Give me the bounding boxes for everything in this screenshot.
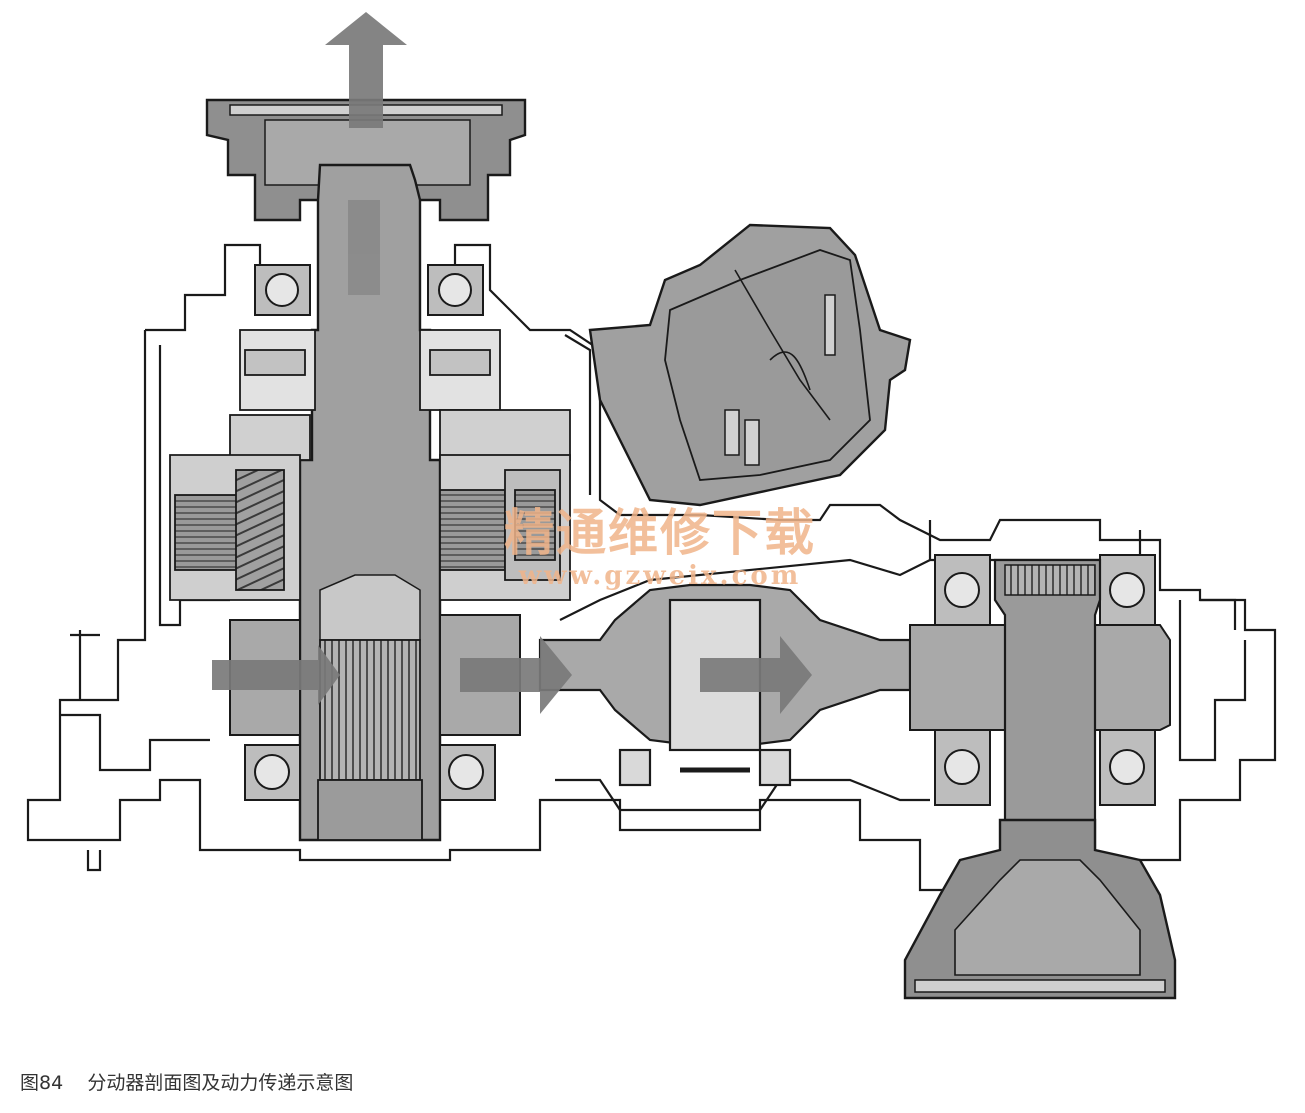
rear-output-shaft xyxy=(909,554,1171,882)
power-flow-arrows xyxy=(212,12,812,714)
figure-title: 分动器剖面图及动力传递示意图 xyxy=(87,1072,354,1094)
multi-plate-clutch xyxy=(169,454,571,601)
shift-sleeve-assembly xyxy=(229,329,571,461)
transfer-case-section-diagram xyxy=(26,12,1277,1000)
upper-bearings xyxy=(254,264,484,316)
power-flow-arrow-right-icon xyxy=(460,636,572,714)
shift-actuator-motor xyxy=(588,223,912,507)
power-flow-arrow-right-icon xyxy=(212,645,340,705)
lower-bearings xyxy=(244,744,496,801)
power-flow-arrow-up-icon xyxy=(325,12,407,128)
front-output-flange xyxy=(205,98,527,222)
power-flow-arrow-right-icon xyxy=(700,636,812,714)
power-flow-shaft-band-icon xyxy=(348,200,380,295)
housing-outline xyxy=(26,243,1277,892)
figure-number: 图84 xyxy=(20,1072,64,1094)
figure-caption: 图84 分动器剖面图及动力传递示意图 xyxy=(20,1068,353,1095)
rear-output-flange xyxy=(903,818,1177,1000)
